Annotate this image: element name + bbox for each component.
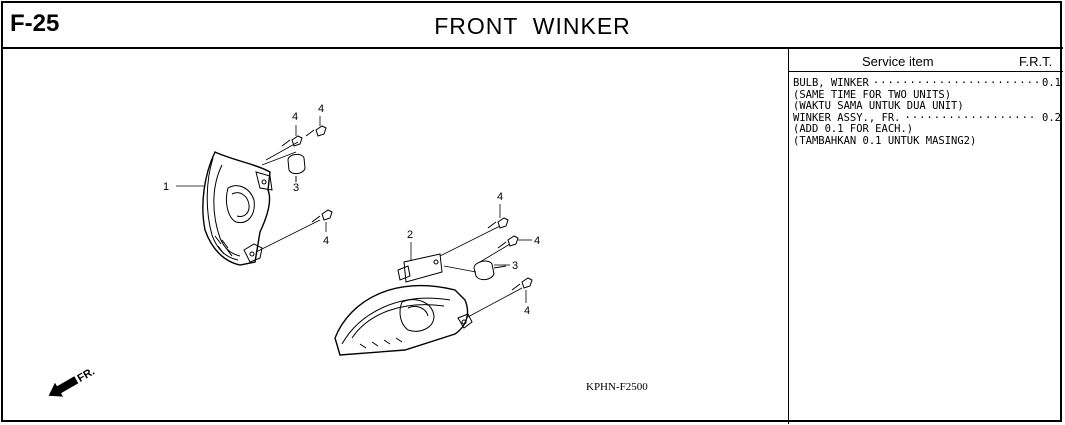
callout-numbers: 1 2 3 3 4 4 4 4 4 4: [163, 103, 540, 317]
service-row: (TAMBAHKAN 0.1 UNTUK MASING2): [793, 134, 977, 147]
page-title: FRONT WINKER: [434, 13, 631, 39]
service-row: (WAKTU SAMA UNTUK DUA UNIT): [793, 100, 964, 112]
service-row: (ADD 0.1 FOR EACH.): [793, 123, 914, 135]
left-screws: [281, 125, 333, 223]
page-id: F-25: [10, 10, 60, 37]
callout-4: 4: [534, 235, 540, 247]
callout-4: 4: [292, 111, 298, 123]
left-winker-housing: [202, 151, 273, 266]
callout-4: 4: [323, 235, 329, 247]
service-row: (SAME TIME FOR TWO UNITS): [793, 88, 952, 101]
service-item-list: BULB, WINKER·························0.1…: [793, 77, 1061, 147]
callout-1: 1: [163, 181, 169, 193]
table-divider: [788, 48, 789, 424]
right-winker-housing: [334, 253, 473, 356]
service-row: WINKER ASSY., FR.·······················…: [793, 111, 1061, 124]
service-row: BULB, WINKER·························0.1: [793, 77, 1061, 89]
right-screws: [487, 217, 533, 291]
callout-4: 4: [318, 103, 324, 115]
drawing-code: KPHN-F2500: [586, 381, 648, 393]
callout-3: 3: [293, 182, 299, 194]
header-divider: [1, 47, 1063, 49]
left-bulb: [287, 153, 306, 182]
front-direction-arrow: FR.: [48, 366, 97, 397]
callout-3: 3: [512, 260, 518, 272]
table-header-line: [789, 71, 1063, 72]
service-item-header: Service item: [862, 54, 934, 69]
callout-2: 2: [407, 229, 413, 241]
right-bulb: [473, 260, 507, 281]
frt-header: F.R.T.: [1019, 54, 1053, 69]
fr-label: FR.: [76, 366, 97, 385]
exploded-diagram: 1 2 3 3 4 4 4 4 4 4 FR.: [48, 103, 540, 397]
left-leader-lines: [176, 116, 327, 253]
callout-4: 4: [497, 191, 503, 203]
callout-4: 4: [524, 305, 530, 317]
right-leader-lines: [410, 204, 532, 319]
